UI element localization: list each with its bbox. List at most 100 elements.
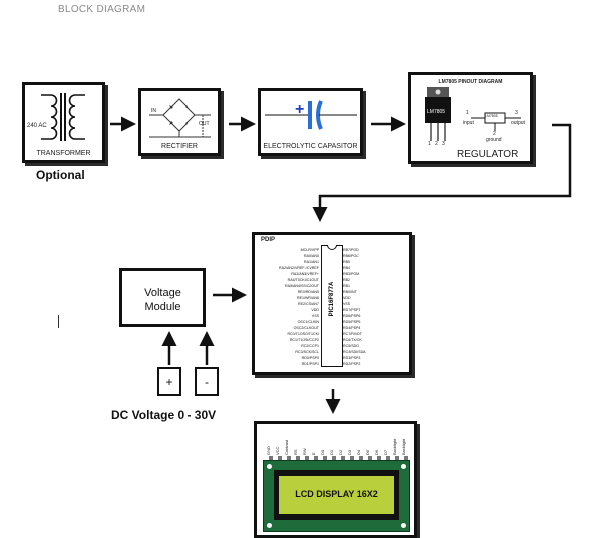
lcd-hole-tr (401, 464, 406, 469)
negative-terminal-sign: - (205, 375, 209, 389)
lcd-pin-dot (323, 456, 327, 460)
pic-right-pin-12: RD6/PSP6 (343, 313, 409, 319)
capacitor-plus-sign: + (295, 101, 305, 118)
pic-left-pin-7: RA5/AN4/SS/C2OUT (257, 283, 319, 289)
lcd-pin-label: Backlight (392, 438, 397, 455)
lcd-pin-dot (377, 456, 381, 460)
lcd-pin-4: RS (293, 426, 302, 460)
lcd-pin-dot (314, 456, 318, 460)
pic-right-pin-6: RB2 (343, 277, 409, 283)
regulator-schematic-pin1: 1 (466, 110, 469, 116)
pic-right-pin-9: VDD (343, 295, 409, 301)
lcd-pin-13: D6 (374, 426, 383, 460)
pic-left-pin-4: RA2/AN2/VREF-/CVREF (257, 265, 319, 271)
lcd-pin-dot (404, 456, 408, 460)
pic-chip-notch (327, 245, 337, 250)
lcd-pin-dot (359, 456, 363, 460)
lcd-pin-dot (395, 456, 399, 460)
regulator-schematic-pin3: 3 (515, 110, 518, 116)
regulator-ground-label: ground (486, 137, 502, 143)
lcd-pin-label: D6 (374, 449, 379, 455)
lcd-pin-label: RS (293, 449, 298, 455)
pic-pin-label: RB7/PGD (343, 248, 359, 252)
pic-right-pin-2: RB6/PGC (343, 253, 409, 259)
regulator-label: REGULATOR (457, 149, 519, 160)
pic-pin-label: RB2 (343, 278, 350, 282)
pic-pin-label: RD7/PSP7 (343, 308, 361, 312)
lcd-bezel: LCD DISPLAY 16X2 (274, 470, 399, 520)
lcd-pin-dot (341, 456, 345, 460)
pic-pin-label: RB4 (343, 266, 350, 270)
pic-left-pin-16: RC1/T1OSI/CCP2 (257, 337, 319, 343)
pic-pin-label: RB5 (343, 260, 350, 264)
lcd-display-text: LCD DISPLAY 16X2 (295, 489, 378, 499)
pic-left-pin-1: MCLR/VPP (257, 247, 319, 253)
pic-right-pin-18: RC4/SDI/SDA (343, 349, 409, 355)
pic-right-pin-17: RC5/SDO (343, 343, 409, 349)
pic-right-pin-15: RC7/RX/DT (343, 331, 409, 337)
lcd-pin-15: Backlight (392, 426, 401, 460)
pic-left-pin-3: RA1/AN1 (257, 259, 319, 265)
lcd-pin-16: Backlight (401, 426, 410, 460)
transformer-caption: Optional (36, 168, 85, 182)
pic-pin-label: RC4/SDI/SDA (343, 350, 366, 354)
positive-terminal-box: + (157, 367, 181, 396)
lcd-pin-dot (269, 456, 273, 460)
lcd-pin-label: VCC (275, 446, 280, 455)
pic-pin-label: MCLR/VPP (300, 248, 319, 252)
lcd-pin-label: Contrast (284, 439, 289, 455)
lcd-pin-dot (287, 456, 291, 460)
pic-left-pin-11: VDD (257, 307, 319, 313)
rectifier-out-label: OUT (199, 121, 210, 127)
transformer-block: 240 AC TRANSFORMER (22, 82, 105, 163)
lcd-pin-14: D7 (383, 426, 392, 460)
lm7805-chip-text: LM7805 (427, 109, 446, 115)
pic-pin-label: RB0/INT (343, 290, 357, 294)
rectifier-in-label: IN (151, 108, 156, 114)
pic-pin-label: RE1/WR/AN6 (297, 296, 319, 300)
pic-chip-body: PIC16F877A (321, 245, 343, 367)
pic-right-pin-11: RD7/PSP7 (343, 307, 409, 313)
lcd-pin-dot (305, 456, 309, 460)
pic-left-pin-20: RD1/PSP1 (257, 361, 319, 367)
pic-left-pin-8: RE0/RD/AN5 (257, 289, 319, 295)
lcd-pin-dot (386, 456, 390, 460)
pic-pin-label: RB1 (343, 284, 350, 288)
pic-right-pin-19: RD3/PSP3 (343, 355, 409, 361)
pic-left-pin-17: RC2/CCP1 (257, 343, 319, 349)
lcd-pin-6: E (311, 426, 320, 460)
pic-pin-label: VSS (343, 302, 351, 306)
pic-pin-label: RD1/PSP1 (301, 362, 319, 366)
lcd-pin-10: D3 (347, 426, 356, 460)
bridge-rectifier-icon (149, 98, 211, 138)
capacitor-block: + ELECTROLYTIC CAPASITOR (258, 88, 363, 156)
pic-right-pin-3: RB5 (343, 259, 409, 265)
pic-pin-label: RB6/PGC (343, 254, 359, 258)
lm7805-package-icon (425, 87, 451, 141)
regulator-pin-2: 2 (435, 141, 438, 147)
lcd-pin-label: D5 (365, 449, 370, 455)
regulator-output-label: output (511, 120, 525, 126)
pic-left-pin-12: VSS (257, 313, 319, 319)
diagram-heading: BLOCK DIAGRAM (58, 4, 146, 15)
negative-terminal-box: - (195, 367, 219, 396)
regulator-pin-1: 1 (428, 141, 431, 147)
pic-pin-label: RC3/SCK/SCL (295, 350, 319, 354)
pic-pin-label: RC2/CCP1 (301, 344, 319, 348)
lcd-pin-8: D1 (329, 426, 338, 460)
pic-right-pin-14: RD4/PSP4 (343, 325, 409, 331)
transformer-symbol-icon (41, 93, 85, 141)
positive-terminal-sign: + (165, 375, 173, 389)
pic-left-pin-13: OSC1/CLKIN (257, 319, 319, 325)
voltage-module-block: Voltage Module (119, 268, 206, 327)
pic-pin-label: RC1/T1OSI/CCP2 (289, 338, 319, 342)
pic-left-pin-14: OSC2/CLKOUT (257, 325, 319, 331)
pic-pin-label: RA3/AN3/VREF+ (291, 272, 319, 276)
pic-pin-label: VSS (311, 314, 319, 318)
lcd-pin-12: D5 (365, 426, 374, 460)
lcd-pin-label: RW (302, 448, 307, 455)
lcd-pin-5: RW (302, 426, 311, 460)
pic-left-pin-19: RD0/PSP0 (257, 355, 319, 361)
lcd-hole-br (401, 523, 406, 528)
